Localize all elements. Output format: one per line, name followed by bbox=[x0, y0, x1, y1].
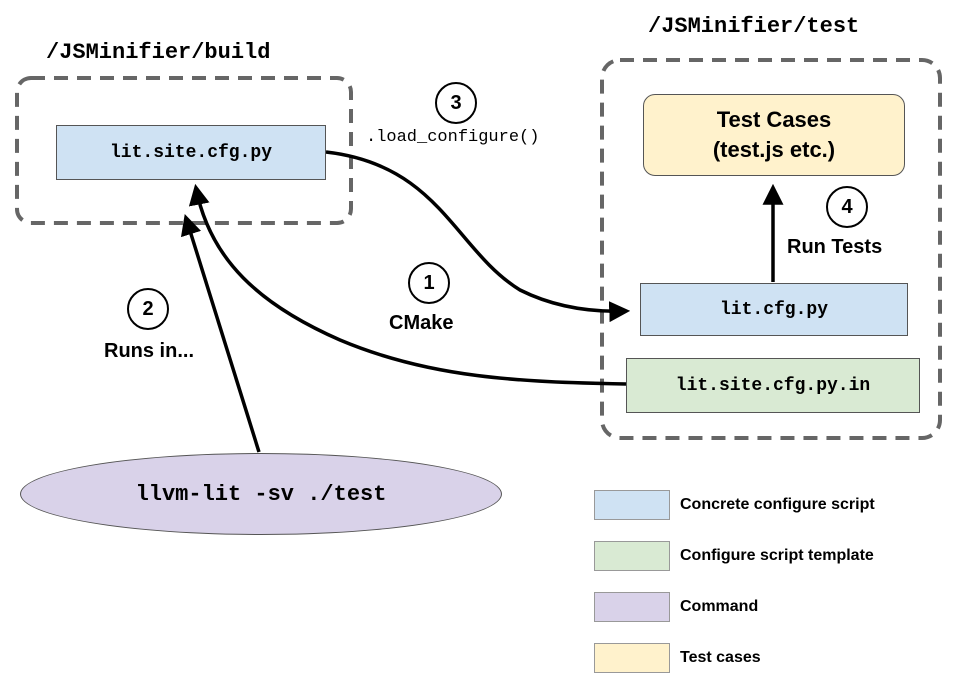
step-4-circle: 4 bbox=[826, 186, 868, 228]
step-2-label: Runs in... bbox=[104, 340, 194, 362]
legend-label-command: Command bbox=[680, 598, 759, 615]
legend-label-concrete: Concrete configure script bbox=[680, 496, 875, 513]
cmake-arrow bbox=[188, 183, 627, 386]
test-cases-node: Test Cases (test.js etc.) bbox=[643, 94, 905, 176]
legend-item: Test cases bbox=[594, 643, 875, 673]
lit-cfg-node: lit.cfg.py bbox=[640, 283, 908, 336]
legend-item: Command bbox=[594, 592, 875, 622]
step-1-number: 1 bbox=[423, 271, 435, 294]
legend-swatch-concrete bbox=[594, 490, 670, 520]
legend-item: Configure script template bbox=[594, 541, 875, 571]
step-3-circle: 3 bbox=[435, 82, 477, 124]
test-cases-subtitle: (test.js etc.) bbox=[712, 137, 836, 162]
legend-swatch-test-cases bbox=[594, 643, 670, 673]
step-4-label: Run Tests bbox=[787, 236, 883, 258]
test-directory-container bbox=[600, 58, 942, 440]
legend-item: Concrete configure script bbox=[594, 490, 875, 520]
step-4-number: 4 bbox=[841, 195, 853, 218]
legend-label-test-cases: Test cases bbox=[680, 649, 761, 666]
step-2-number: 2 bbox=[142, 297, 154, 320]
command-label: llvm-lit -sv ./test bbox=[135, 481, 387, 507]
step-1-label: CMake bbox=[389, 312, 454, 334]
build-directory-container bbox=[15, 76, 353, 225]
test-cases-title: Test Cases bbox=[716, 107, 832, 132]
build-directory-label: /JSMinifier/build bbox=[46, 40, 271, 65]
legend-swatch-command bbox=[594, 592, 670, 622]
legend-label-template: Configure script template bbox=[680, 547, 874, 564]
legend: Concrete configure script Configure scri… bbox=[594, 490, 875, 673]
load-configure-arrow bbox=[325, 150, 631, 323]
step-2-circle: 2 bbox=[127, 288, 169, 330]
test-directory-label: /JSMinifier/test bbox=[648, 14, 860, 39]
site-cfg-template-label: lit.site.cfg.py.in bbox=[675, 375, 871, 396]
command-node: llvm-lit -sv ./test bbox=[20, 453, 502, 535]
step-3-number: 3 bbox=[450, 91, 462, 114]
build-site-cfg-label: lit.site.cfg.py bbox=[109, 142, 273, 163]
step-3-label: .load_configure() bbox=[366, 128, 540, 147]
runs-in-arrow bbox=[180, 213, 261, 453]
lit-cfg-label: lit.cfg.py bbox=[719, 299, 829, 320]
step-1-circle: 1 bbox=[408, 262, 450, 304]
site-cfg-template-node: lit.site.cfg.py.in bbox=[626, 358, 920, 413]
build-site-cfg-node: lit.site.cfg.py bbox=[56, 125, 326, 180]
legend-swatch-template bbox=[594, 541, 670, 571]
